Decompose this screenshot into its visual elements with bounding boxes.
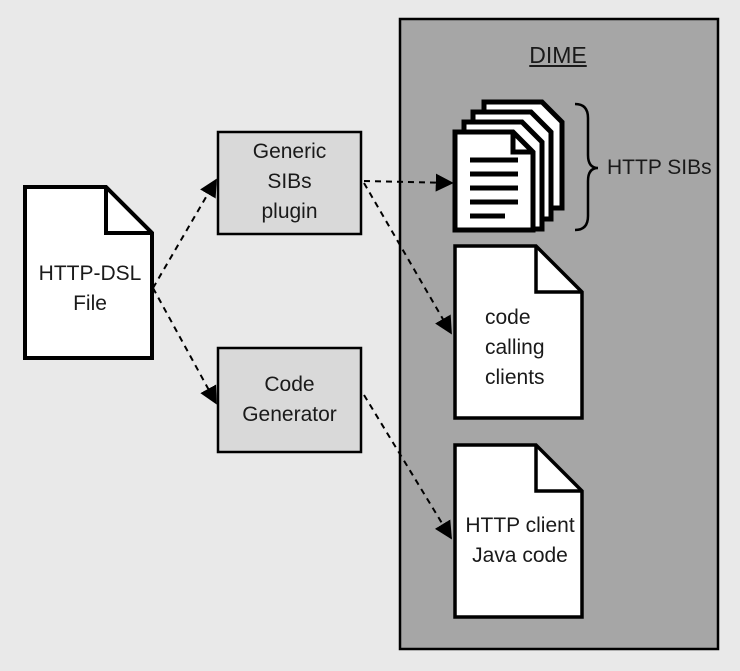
code-generator-box [216, 346, 363, 454]
edge-plugin-to-clients [363, 182, 452, 335]
http-sibs-label: HTTP SIBs [607, 156, 712, 179]
http-sibs-stack-icon [452, 99, 565, 233]
client-code-label: HTTP client Java code [465, 514, 575, 567]
edge-dsl-to-generator [152, 287, 217, 405]
dsl-file-label: HTTP-DSL File [38, 262, 142, 315]
edge-plugin-to-sibs [363, 173, 454, 192]
sibs-plugin-box [216, 130, 363, 236]
dsl-file-document [23, 185, 154, 360]
edge-generator-to-client-code [363, 394, 452, 540]
code-generator-label: Code Generator [242, 373, 337, 426]
edge-dsl-to-plugin [152, 178, 217, 289]
http-sibs-brace [574, 102, 599, 232]
calling-clients-label: code calling clients [485, 306, 545, 389]
client-code-document [453, 443, 584, 619]
calling-clients-document [453, 244, 584, 420]
dsl-file-fold [104, 187, 152, 235]
sibs-plugin-label: Generic SIBs plugin [252, 140, 327, 223]
dime-title: DIME [529, 42, 587, 68]
